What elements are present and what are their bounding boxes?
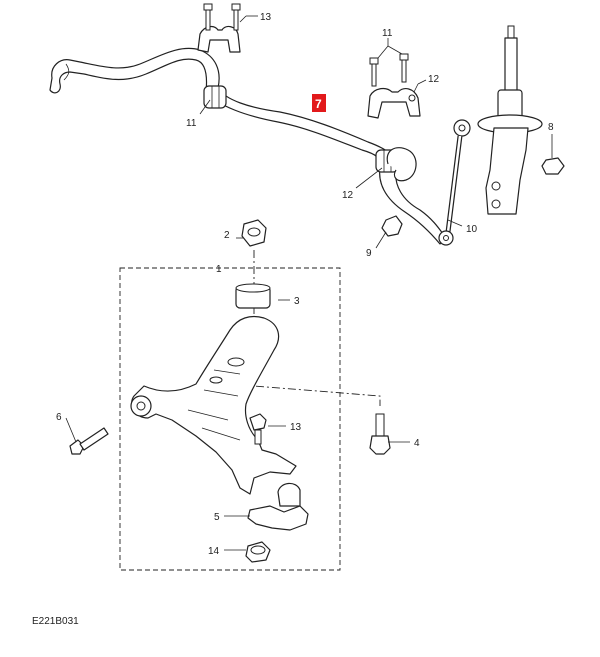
bolt-left-2[interactable]: [231, 3, 241, 31]
callout-4: 4: [414, 438, 420, 449]
top-nut[interactable]: [241, 219, 267, 247]
callout-13: 13: [290, 422, 302, 433]
callout-11-right: 12: [342, 190, 354, 201]
callout-11-left: 11: [186, 118, 197, 129]
callout-14: 14: [208, 546, 220, 557]
lower-control-arm[interactable]: [131, 315, 297, 495]
callout-12-left: 13: [260, 12, 272, 23]
callout-8-link: 9: [366, 248, 372, 259]
leader-lines: [65, 15, 553, 551]
highlight-callout-label: 7: [315, 97, 322, 111]
callout-8-strut: 8: [548, 122, 554, 133]
callout-10: 11: [382, 28, 393, 39]
rubber-bush[interactable]: [235, 283, 271, 309]
assembly-group-box: [119, 267, 341, 571]
stabilizer-bar[interactable]: [49, 47, 447, 245]
bolt-right-1[interactable]: [369, 57, 379, 87]
callout-12-right: 12: [428, 74, 440, 85]
bottom-nut[interactable]: [245, 541, 271, 563]
highlight-callout-box[interactable]: [312, 94, 326, 112]
stabilizer-link[interactable]: [438, 119, 471, 246]
stabilizer-clamp-loop[interactable]: [386, 147, 417, 182]
link-nut[interactable]: [381, 215, 403, 237]
bolt-left-1[interactable]: [203, 3, 213, 31]
drawing-code: E221B031: [32, 616, 79, 627]
callout-6: 6: [56, 412, 62, 423]
callout-9: 10: [466, 224, 478, 235]
callout-2: 2: [224, 230, 230, 241]
callout-3: 3: [294, 296, 300, 307]
strut-nut[interactable]: [541, 157, 565, 175]
bushing-left[interactable]: [203, 85, 227, 109]
front-pivot-bush[interactable]: [130, 395, 152, 417]
clamp-bracket-right[interactable]: [367, 87, 421, 119]
long-bolt[interactable]: [369, 413, 391, 455]
strut-assembly[interactable]: [477, 25, 543, 215]
callout-1: 1: [216, 264, 222, 275]
ball-joint[interactable]: [247, 482, 309, 531]
small-bolt[interactable]: [249, 413, 267, 445]
bolt-right-2[interactable]: [399, 53, 409, 83]
front-bolt[interactable]: [69, 427, 109, 455]
callout-5: 5: [214, 512, 220, 523]
